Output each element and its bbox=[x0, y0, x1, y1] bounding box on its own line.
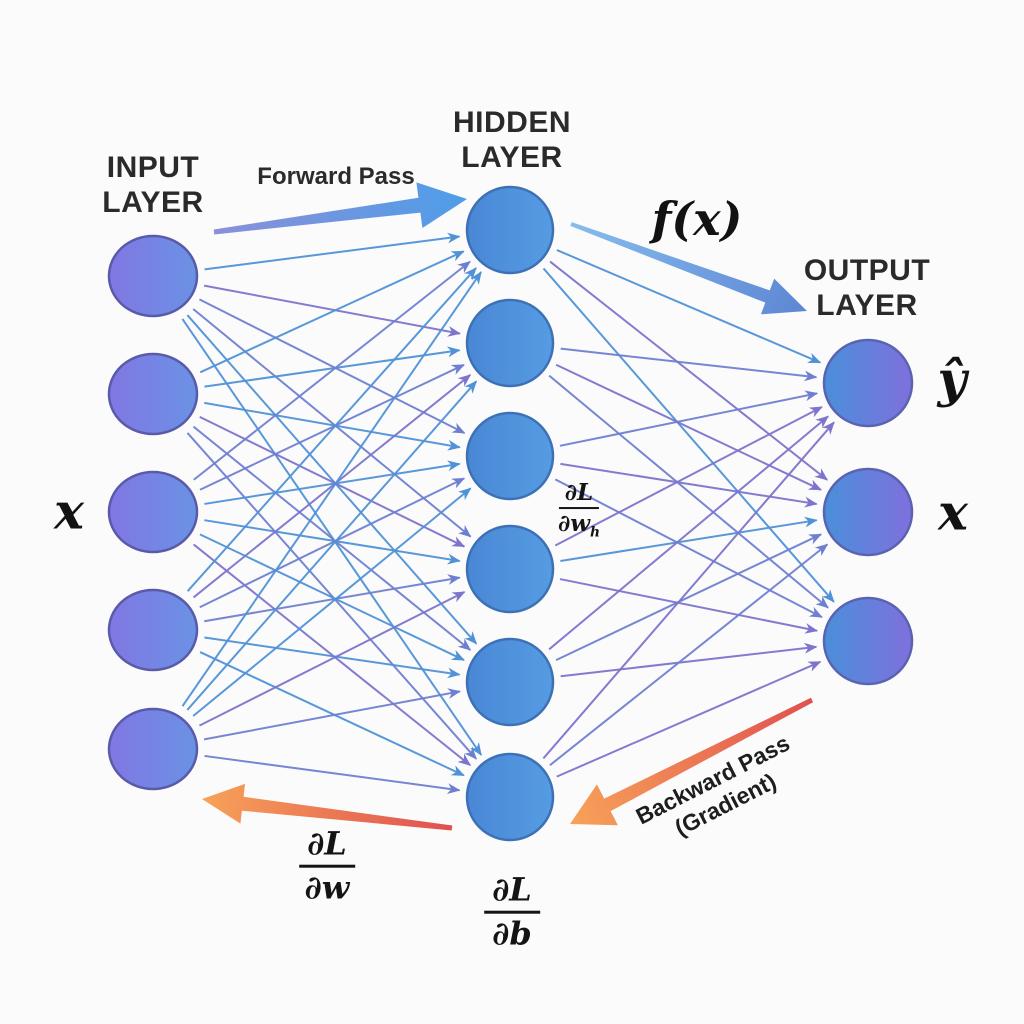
connection-input2-hidden1 bbox=[199, 250, 465, 374]
connection-input5-hidden6 bbox=[204, 754, 461, 794]
input-node-5 bbox=[107, 707, 199, 791]
hidden-layer-label: HIDDEN LAYER bbox=[453, 105, 571, 175]
grad-weights-fraction: ∂L ∂w bbox=[299, 825, 355, 907]
fx-arrow bbox=[570, 222, 807, 315]
connection-hidden6-output3 bbox=[556, 660, 822, 778]
connection-input2-hidden4 bbox=[199, 415, 466, 548]
activation-fx-label: f(x) bbox=[651, 192, 743, 246]
connection-hidden5-output2 bbox=[555, 533, 823, 662]
connection-hidden2-output3 bbox=[548, 374, 829, 609]
connection-hidden3-output1 bbox=[559, 390, 819, 447]
grad-bias-denominator: ∂b bbox=[492, 914, 532, 953]
output-x-label: x bbox=[938, 482, 968, 542]
grad-weights-numerator: ∂L bbox=[299, 825, 355, 868]
input-vector-label: x bbox=[54, 481, 84, 541]
connection-hidden6-output2 bbox=[549, 543, 829, 767]
grad-hidden-weights-denominator: ∂wh bbox=[557, 510, 601, 542]
hidden-node-3 bbox=[465, 411, 555, 501]
connection-input3-hidden1 bbox=[193, 260, 471, 481]
hidden-node-1 bbox=[465, 185, 555, 275]
connection-hidden1-output3 bbox=[542, 267, 835, 603]
hidden-node-4 bbox=[465, 524, 555, 614]
connection-input5-hidden3 bbox=[192, 487, 472, 717]
output-layer-label: OUTPUT LAYER bbox=[804, 253, 930, 323]
connection-input4-hidden2 bbox=[192, 374, 472, 599]
connection-input1-hidden3 bbox=[198, 298, 466, 434]
connection-hidden3-output2 bbox=[560, 462, 818, 508]
backward-left-arrow bbox=[202, 783, 453, 831]
connection-input3-hidden6 bbox=[193, 543, 471, 766]
connection-input1-hidden5 bbox=[186, 314, 478, 645]
hidden-node-5 bbox=[465, 637, 555, 727]
connection-hidden4-output3 bbox=[559, 578, 819, 634]
hidden-node-6 bbox=[465, 752, 555, 842]
grad-hidden-weights-fraction: ∂L ∂wh bbox=[557, 479, 601, 542]
connection-hidden5-output1 bbox=[548, 415, 829, 651]
connection-input5-hidden4 bbox=[198, 591, 466, 727]
connection-hidden4-output2 bbox=[560, 516, 818, 562]
output-layer-label-line2: LAYER bbox=[816, 289, 918, 322]
connection-hidden2-output1 bbox=[560, 347, 818, 382]
output-node-3 bbox=[822, 596, 914, 686]
input-layer-label-line1: INPUT bbox=[106, 151, 200, 184]
connection-input1-hidden6 bbox=[181, 318, 482, 756]
prediction-yhat-label: ŷ bbox=[937, 349, 967, 409]
connection-input5-hidden1 bbox=[181, 271, 482, 707]
connection-input4-hidden3 bbox=[199, 477, 466, 609]
grad-bias-numerator: ∂L bbox=[484, 871, 540, 914]
grad-bias-fraction: ∂L ∂b bbox=[484, 871, 540, 953]
input-layer-label: INPUT LAYER bbox=[102, 150, 203, 220]
grad-weights-denominator: ∂w bbox=[304, 868, 350, 907]
connection-hidden3-output3 bbox=[554, 478, 823, 619]
output-node-1 bbox=[822, 338, 914, 428]
forward-pass-label: Forward Pass bbox=[257, 163, 415, 190]
connection-input2-hidden2 bbox=[204, 346, 461, 388]
input-node-1 bbox=[107, 234, 199, 318]
input-node-3 bbox=[107, 470, 199, 554]
connection-hidden2-output2 bbox=[555, 363, 822, 491]
connection-input2-hidden6 bbox=[186, 432, 477, 760]
connection-hidden1-output2 bbox=[549, 260, 829, 481]
connection-input5-hidden2 bbox=[186, 380, 478, 711]
forward-pass-arrow bbox=[213, 182, 467, 235]
input-node-2 bbox=[107, 352, 199, 436]
connection-input3-hidden3 bbox=[204, 460, 461, 505]
connection-input5-hidden5 bbox=[203, 688, 461, 741]
connection-hidden6-output1 bbox=[542, 421, 835, 760]
hidden-layer-label-line1: HIDDEN bbox=[452, 106, 572, 139]
subscript-h: h bbox=[590, 525, 601, 542]
backward-right-arrow bbox=[570, 697, 814, 826]
connection-input4-hidden1 bbox=[186, 267, 477, 592]
connection-hidden1-output1 bbox=[556, 249, 822, 364]
connection-input1-hidden2 bbox=[203, 284, 461, 337]
connection-input3-hidden5 bbox=[199, 533, 465, 661]
connection-hidden5-output3 bbox=[560, 642, 818, 678]
connection-input1-hidden1 bbox=[204, 232, 461, 271]
connection-input4-hidden5 bbox=[204, 636, 461, 679]
hidden-node-2 bbox=[465, 298, 555, 388]
hidden-layer-label-line2: LAYER bbox=[461, 141, 563, 174]
grad-hidden-weights-numerator: ∂L bbox=[558, 479, 600, 510]
connection-input3-hidden4 bbox=[204, 519, 461, 565]
connection-input1-hidden4 bbox=[192, 308, 472, 538]
output-layer-label-line1: OUTPUT bbox=[803, 254, 931, 287]
input-layer-label-line2: LAYER bbox=[102, 186, 204, 219]
connection-input3-hidden2 bbox=[199, 363, 465, 491]
connection-hidden4-output1 bbox=[554, 406, 823, 547]
connection-input4-hidden6 bbox=[199, 651, 465, 777]
input-node-4 bbox=[107, 588, 199, 672]
connection-input2-hidden3 bbox=[204, 401, 461, 451]
output-node-2 bbox=[822, 467, 914, 557]
